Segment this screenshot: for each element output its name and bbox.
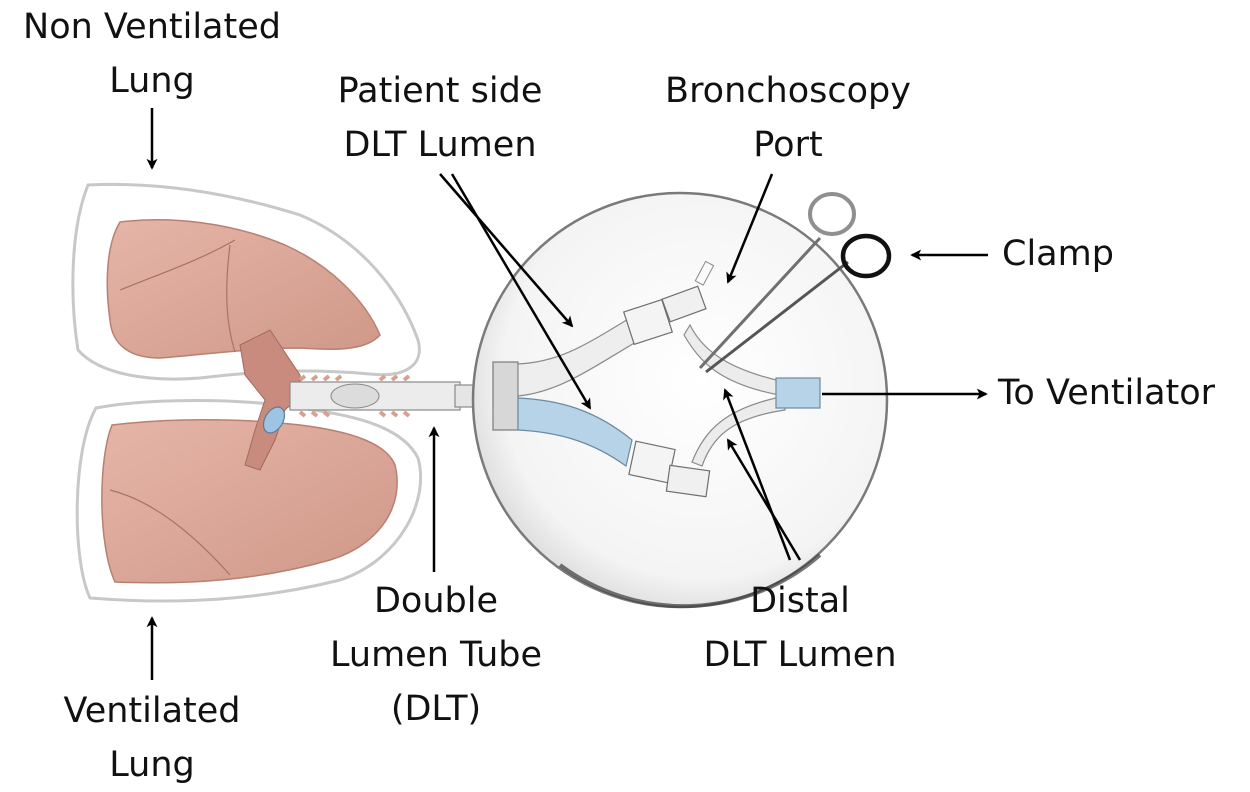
- label-bronchoscopy-line2: Port: [665, 118, 911, 172]
- label-patient-side-line1: Patient side: [338, 64, 543, 118]
- label-dlt-line2: Lumen Tube: [330, 628, 542, 682]
- label-patient-side-dlt-lumen: Patient side DLT Lumen: [338, 64, 543, 172]
- label-ventilated-line2: Lung: [63, 738, 240, 792]
- label-clamp: Clamp: [1002, 227, 1114, 281]
- label-distal-line2: DLT Lumen: [703, 628, 896, 682]
- label-double-lumen-tube: Double Lumen Tube (DLT): [330, 574, 542, 736]
- label-dlt-line3: (DLT): [330, 682, 542, 736]
- label-non-ventilated-lung: Non Ventilated Lung: [23, 0, 281, 108]
- ventilator-connector: [776, 378, 820, 408]
- label-ventilated-line1: Ventilated: [63, 684, 240, 738]
- label-dlt-line1: Double: [330, 574, 542, 628]
- label-bronchoscopy-port: Bronchoscopy Port: [665, 64, 911, 172]
- label-distal-line1: Distal: [703, 574, 896, 628]
- label-non-ventilated-line1: Non Ventilated: [23, 0, 281, 54]
- clamp-ring-2: [843, 236, 889, 276]
- lower-end-cap: [666, 465, 709, 496]
- label-patient-side-line2: DLT Lumen: [338, 118, 543, 172]
- clamp-ring-1: [810, 194, 854, 234]
- label-bronchoscopy-line1: Bronchoscopy: [665, 64, 911, 118]
- tracheal-cuff: [331, 384, 379, 408]
- label-non-ventilated-line2: Lung: [23, 54, 281, 108]
- dlt-connector: [493, 362, 518, 430]
- label-distal-dlt-lumen: Distal DLT Lumen: [703, 574, 896, 682]
- label-to-ventilator: To Ventilator: [998, 366, 1215, 420]
- label-ventilated-lung: Ventilated Lung: [63, 684, 240, 792]
